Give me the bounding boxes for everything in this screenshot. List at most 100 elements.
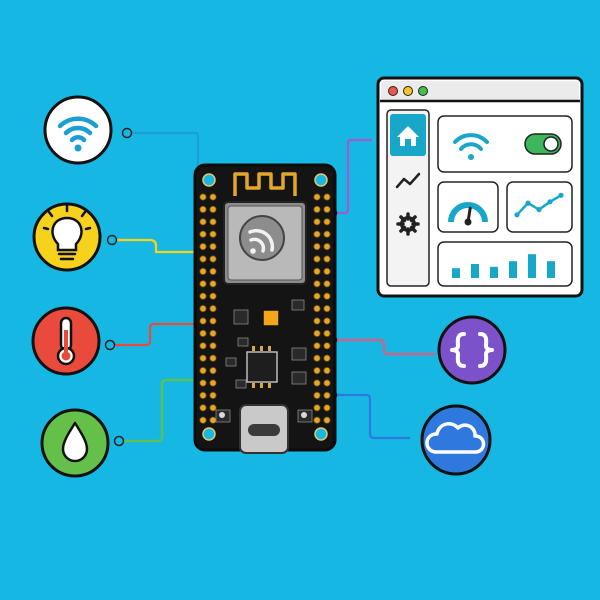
header-pin [323,354,331,362]
header-pin [199,218,207,226]
sidebar-items [390,114,426,236]
connection-wire [119,378,198,443]
header-pin [199,391,207,399]
header-pin [313,205,321,213]
header-pin [199,416,207,424]
header-pin [323,280,331,288]
bar [547,261,555,278]
button-dot [301,412,307,418]
wifi-icon [57,116,99,152]
header-pin [209,354,217,362]
temperature-node [31,306,101,376]
component [235,379,247,389]
header-pin [209,379,217,387]
header-pin [323,205,331,213]
window-controls [388,86,428,96]
header-pin [313,317,321,325]
header-pin [209,292,217,300]
mounting-hole [202,173,216,187]
header-pin [209,218,217,226]
header-pin [313,342,321,350]
bar [471,264,479,278]
header-pin [209,243,217,251]
header-pin [323,230,331,238]
header-pin [199,404,207,412]
component [225,357,237,367]
header-pin [313,280,321,288]
smd-pads [252,346,271,388]
header-pin [323,329,331,337]
close-window-button[interactable] [388,86,398,96]
wifi-icon [453,133,489,160]
header-pin [199,354,207,362]
trend-point [536,207,542,213]
bar-chart [452,254,555,278]
header-pin [323,391,331,399]
wifi-toggle[interactable] [524,133,562,155]
maximize-window-button[interactable] [418,86,428,96]
header-pin [209,366,217,375]
header-pin [323,342,331,350]
led-component [262,309,280,327]
connection-wire [332,393,410,440]
humidity-node [40,408,110,478]
header-pin [209,404,217,412]
header-pin [199,329,207,337]
header-pin [199,366,207,375]
component [291,347,307,361]
trend-line-icon [395,172,421,189]
pcb-antenna [233,172,297,196]
sidebar-item-trend-line[interactable] [395,172,421,189]
trend-card [506,181,573,233]
wire-endpoint [106,234,118,246]
component [237,337,249,347]
header-pin [209,230,217,238]
header-pin [323,267,331,275]
header-pin [323,193,331,201]
component [233,309,249,325]
component [291,299,305,311]
header-pin [323,379,331,387]
header-pin [313,354,321,362]
header-pin [313,404,321,412]
sidebar-item-home[interactable] [390,114,426,156]
header-pin [313,193,321,201]
connection-wire [112,238,198,254]
header-pin [313,243,321,251]
header-pins [199,193,331,424]
bar [452,268,460,278]
minimize-window-button[interactable] [403,86,413,96]
trend-point [558,192,564,198]
processor-chip [246,351,278,383]
chip-wireless-icon [239,215,285,261]
connection-wire [127,131,222,214]
header-pin [323,255,331,263]
connection-wire [332,138,372,215]
mounting-hole [202,427,216,441]
header-pin [209,304,217,313]
trend-line-chart [514,192,564,218]
sidebar-item-gear[interactable] [396,212,420,236]
trend-point [514,212,520,218]
header-pin [209,317,217,325]
header-pin [313,292,321,300]
code-braces-icon [450,332,494,368]
microcontroller-board [193,163,337,454]
header-pin [313,218,321,226]
header-pin [323,243,331,251]
lightbulb-icon [42,204,92,261]
header-pin [323,218,331,226]
code-node [437,315,507,385]
bar [528,254,536,278]
header-pin [199,255,207,263]
home-icon [397,126,419,146]
header-pin [323,292,331,300]
wifi-sensor-node [43,95,113,165]
header-pin [313,230,321,238]
dashboard-window [376,76,584,298]
gauge-icon [448,202,488,226]
cloud-icon [425,422,486,454]
component [291,371,307,385]
header-pin [313,304,321,313]
header-pin [199,230,207,238]
